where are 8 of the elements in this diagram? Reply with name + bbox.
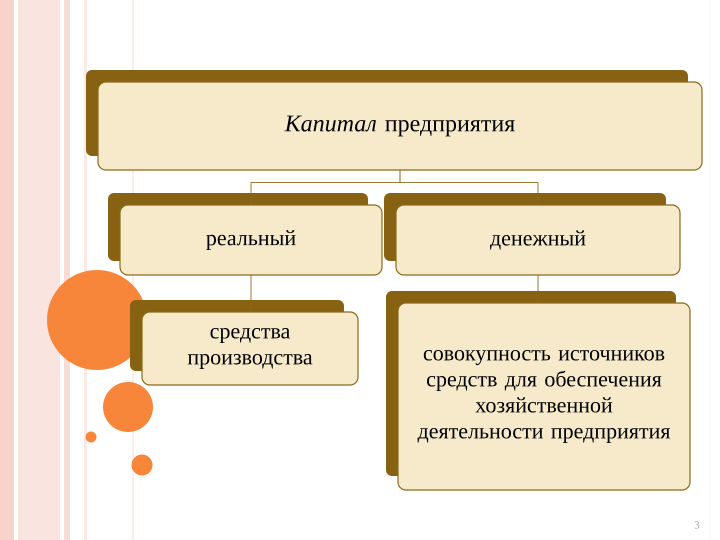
category-box: денежный <box>384 193 681 276</box>
category-box: реальный <box>108 193 383 276</box>
description-box: совокупность источников средств для обеспечения хозяйственной деятельности предприятия <box>386 290 691 491</box>
page-number: 3 <box>694 521 700 529</box>
description-box: средства производства <box>130 300 359 386</box>
connector-line <box>400 170 538 205</box>
connector-line <box>250 275 252 312</box>
title-box: Капитал предприятия <box>86 70 703 171</box>
